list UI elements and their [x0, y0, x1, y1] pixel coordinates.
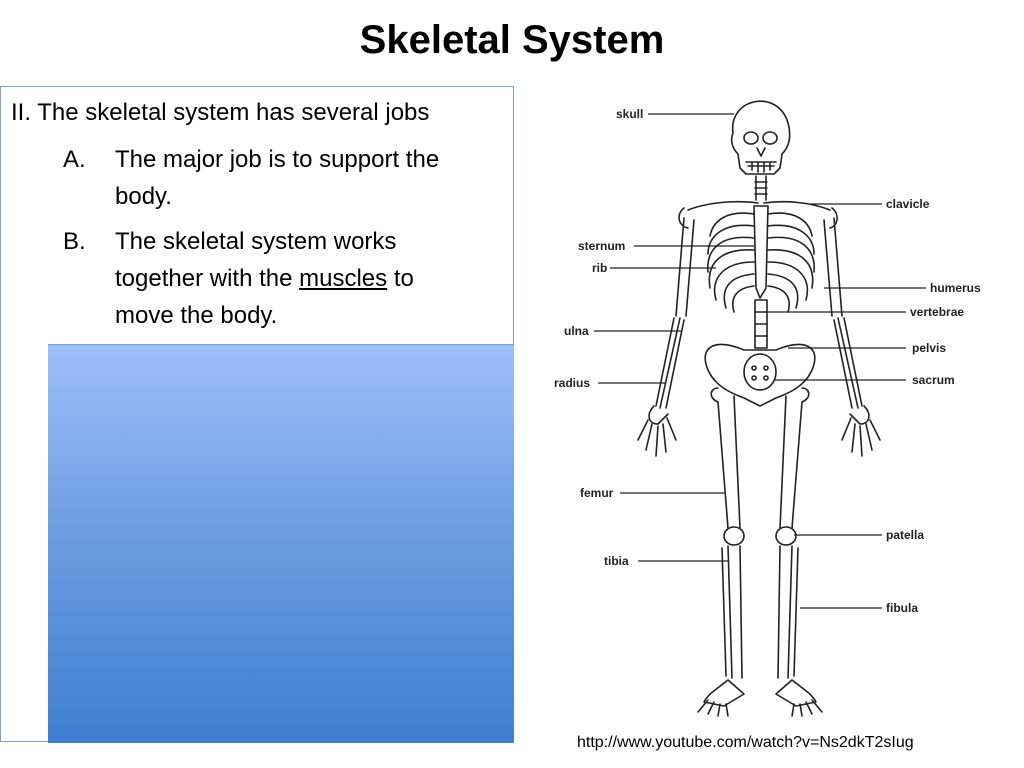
- label-femur: femur: [580, 486, 614, 500]
- muscles-link: muscles: [299, 265, 388, 292]
- label-radius: radius: [554, 376, 590, 390]
- label-humerus: humerus: [930, 281, 981, 295]
- content-heading: II. The skeletal system has several jobs: [11, 99, 430, 126]
- label-vertebrae: vertebrae: [910, 305, 964, 319]
- list-marker: B.: [63, 228, 86, 255]
- list-item-text: The major job is to support the body.: [115, 146, 440, 210]
- label-ulna: ulna: [564, 324, 589, 338]
- label-clavicle: clavicle: [886, 197, 930, 211]
- label-sternum: sternum: [578, 239, 625, 253]
- slide-title: Skeletal System: [359, 18, 665, 62]
- label-patella: patella: [886, 528, 924, 542]
- list-marker: A.: [63, 146, 86, 173]
- label-pelvis: pelvis: [912, 341, 946, 355]
- list-item: B. The skeletal system works together wi…: [63, 223, 503, 343]
- list-item: A. The major job is to support the body.: [63, 141, 503, 221]
- source-link[interactable]: http://www.youtube.com/watch?v=Ns2dkT2sI…: [577, 734, 914, 751]
- skeleton-diagram: skull clavicle sternum rib humerus verte…: [554, 100, 981, 717]
- label-sacrum: sacrum: [912, 373, 955, 387]
- label-rib: rib: [592, 261, 607, 275]
- label-tibia: tibia: [604, 554, 629, 568]
- label-skull: skull: [616, 107, 643, 121]
- label-fibula: fibula: [886, 601, 918, 615]
- video-placeholder[interactable]: [48, 344, 514, 743]
- list-item-text: The skeletal system works together with …: [115, 228, 414, 329]
